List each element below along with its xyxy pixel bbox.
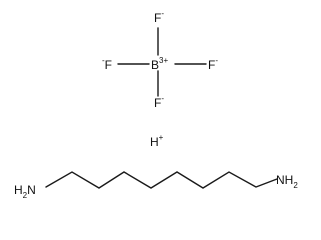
hexane-chain bbox=[45, 171, 278, 189]
amine-right: NH2 bbox=[276, 173, 298, 190]
boron-atom: B3+ bbox=[151, 56, 168, 72]
fluorine-left: -F bbox=[102, 56, 112, 72]
fluorine-top: F- bbox=[154, 9, 164, 25]
proton: H+ bbox=[150, 133, 164, 149]
amine-left: H2N bbox=[14, 183, 36, 200]
chemical-structure: B3+ F- -F F- F- H+ H2N NH2 bbox=[14, 9, 298, 200]
structure-canvas: B3+ F- -F F- F- H+ H2N NH2 bbox=[14, 9, 299, 200]
fluorine-right: F- bbox=[208, 56, 218, 72]
fluorine-bottom: F- bbox=[154, 94, 164, 110]
